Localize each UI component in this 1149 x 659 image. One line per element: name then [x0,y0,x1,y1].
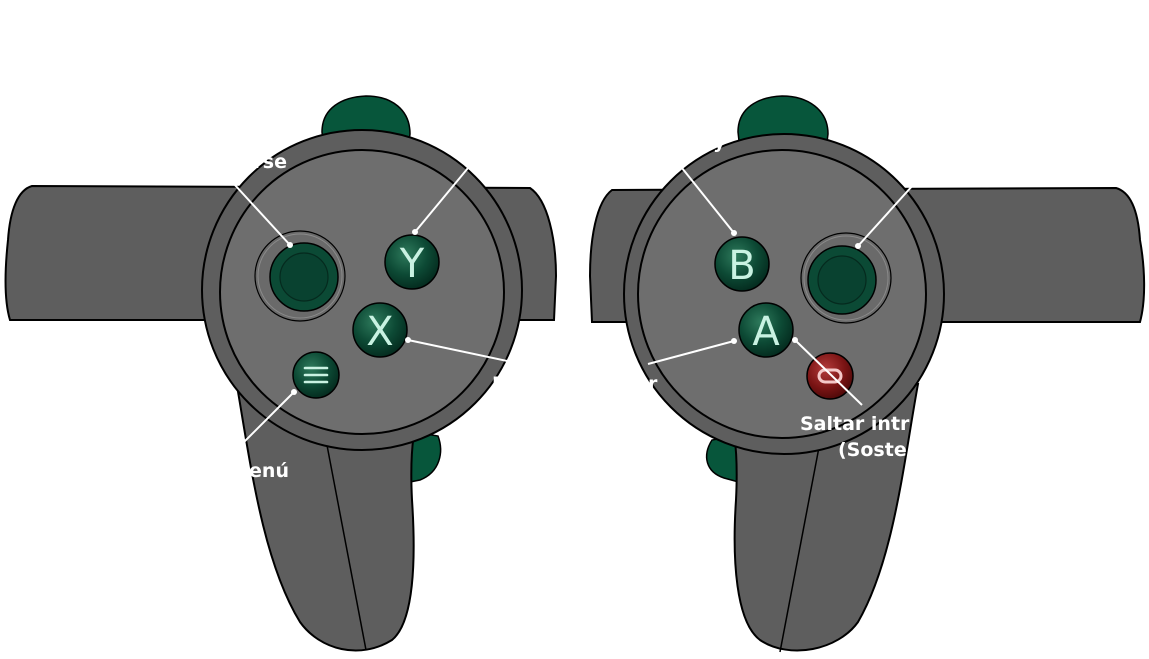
x-button-label: X [366,309,393,355]
b-button[interactable]: B [714,236,770,292]
left-callout-lines [233,167,513,447]
oculus-button[interactable] [806,352,854,400]
y-button-label: Y [399,241,425,287]
left-controller: Y X rse en [4,95,558,652]
right-controller-face [637,149,927,439]
a-button-callout-label: r [648,373,658,395]
a-button-label: A [752,309,780,355]
left-controller-face [219,149,505,435]
a-button[interactable]: A [738,302,794,358]
menu-icon [303,366,329,384]
oculus-icon [817,368,843,384]
right-controller: B A y r Saltar intr (Soste [588,95,1146,653]
x-button[interactable]: X [352,302,408,358]
b-button-label: B [728,243,755,289]
oculus-callout-label-line2: (Soste [838,439,907,461]
left-thumbstick-label: rse [253,151,287,173]
menu-label: enú [249,460,289,482]
x-button-callout-label: E [492,373,505,395]
y-button[interactable]: Y [384,234,440,290]
menu-button[interactable] [292,351,340,399]
oculus-callout-label-line1: Saltar intr [800,413,910,435]
b-button-callout-label: y [713,131,726,153]
right-callout-lines [647,167,915,406]
